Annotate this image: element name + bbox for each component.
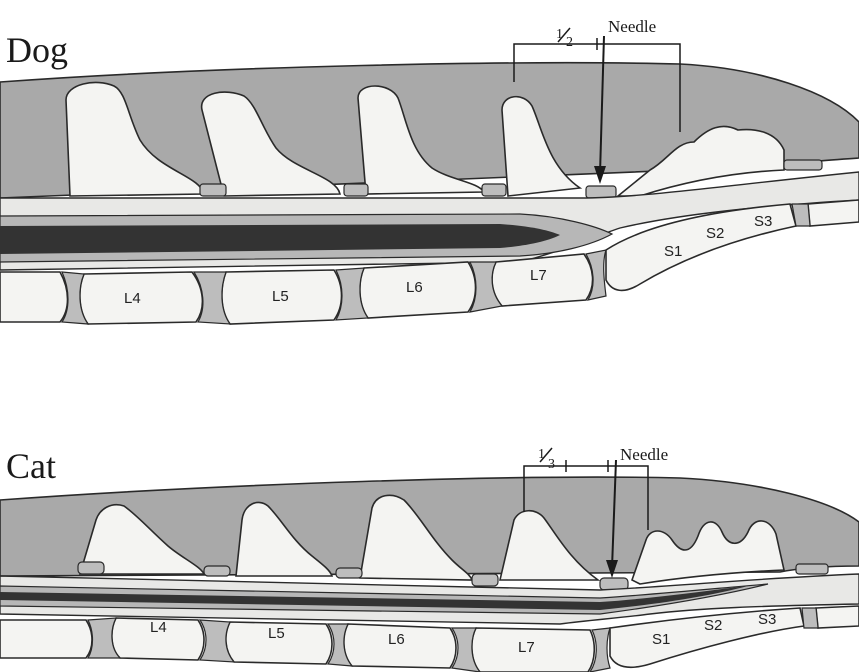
cat-needle-label: Needle [620,445,668,464]
cat-label-l5: L5 [268,625,285,642]
dog-label-l5: L5 [272,288,289,305]
cat-ligament-l4-l5 [204,566,230,576]
cat-vertebral-body-l3 [0,620,92,658]
dog-panel: Dog [0,17,859,324]
cat-sacral-gap [796,564,828,574]
dog-lumbosacral-space [586,186,616,198]
cat-ligament-l6-l7 [472,574,498,586]
cat-label-l7: L7 [518,639,535,656]
cat-label-l4: L4 [150,619,167,636]
cat-label-l6: L6 [388,631,405,648]
cat-title: Cat [6,446,56,486]
dog-label-s3: S3 [754,213,772,230]
dog-needle-arrowhead-icon [594,166,606,184]
dog-label-s1: S1 [664,243,682,260]
dog-sacral-gap [784,160,822,170]
cat-ligament-l5-l6 [336,568,362,578]
dog-needle-label: Needle [608,17,656,36]
dog-ligament-l5-l6 [344,184,368,196]
dog-vertebral-body-l3 [0,272,68,322]
dog-label-l7: L7 [530,267,547,284]
dog-label-s2: S2 [706,225,724,242]
cat-label-s1: S1 [652,631,670,648]
dog-label-l6: L6 [406,279,423,296]
cat-ligament-l4 [78,562,104,574]
dog-vertebral-body-l4 [80,272,202,324]
cat-label-s3: S3 [758,611,776,628]
cat-caudal-vertebra [816,606,859,628]
dog-label-l4: L4 [124,290,141,307]
dog-fraction-denominator: 2 [566,35,573,50]
cat-label-s2: S2 [704,617,722,634]
dog-title: Dog [6,30,68,70]
cat-fraction-denominator: 3 [548,457,555,472]
dog-ligament-l4-l5 [200,184,226,196]
cat-disc-s3-cd1 [802,608,818,628]
dog-caudal-vertebra [808,200,859,226]
dog-ligament-l6-l7 [482,184,506,196]
cat-panel: Cat [0,445,859,672]
